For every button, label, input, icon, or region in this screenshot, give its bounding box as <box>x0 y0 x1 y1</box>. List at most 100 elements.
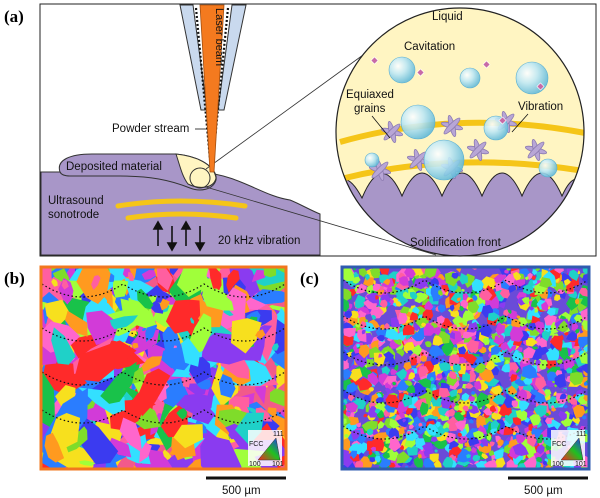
grain-patch <box>358 344 371 359</box>
grain-patch <box>355 323 361 328</box>
grain-patch <box>402 324 415 336</box>
cavitation-bubble <box>459 67 481 89</box>
grain-patch <box>471 278 484 294</box>
grain-patch <box>139 442 152 463</box>
grain-patch <box>202 288 234 311</box>
grain-patch <box>573 404 586 419</box>
dendrite-arm <box>527 141 545 159</box>
inset-solidification-label: Solidification front <box>410 237 502 249</box>
grain-patch <box>546 371 557 382</box>
grain-patch <box>456 428 461 434</box>
grain-patch <box>480 439 488 447</box>
grain-patch <box>473 362 486 374</box>
grain-patch <box>462 293 469 301</box>
grain-patch <box>412 332 425 342</box>
grain-patch <box>577 376 588 389</box>
grain-patch <box>583 395 588 402</box>
grain-patch <box>556 288 565 294</box>
grain-patch <box>459 273 468 285</box>
grain-patch <box>483 459 498 468</box>
grain-patch <box>343 288 352 302</box>
ipf-key-b-100: 100 <box>249 461 261 468</box>
melt-pool-boundary <box>343 425 588 440</box>
sonotrode-label-line1: Ultrasound <box>48 195 104 207</box>
inset-equiaxed-label-line1: Equiaxed <box>346 89 394 101</box>
grain-patch <box>112 280 129 298</box>
grain-patch <box>565 367 573 374</box>
grain-patch <box>251 289 285 305</box>
grain-patch <box>507 385 518 395</box>
grain-patch <box>523 455 537 468</box>
grain-patch <box>425 423 439 436</box>
grain-patch <box>434 449 438 453</box>
grain-patch <box>534 391 547 405</box>
cavitation-bubble <box>388 56 416 84</box>
grain-patch <box>503 426 515 436</box>
grain-patch <box>578 336 588 349</box>
grain-patch <box>546 307 556 316</box>
grain-patch <box>51 327 76 365</box>
grain-patch <box>420 401 429 416</box>
grain-patch <box>575 367 583 372</box>
grain-patch <box>343 298 350 312</box>
grain-patch <box>510 374 518 383</box>
grain-patch <box>425 341 432 348</box>
molten-pool <box>175 153 217 188</box>
grain-patch <box>579 351 588 364</box>
grain-patch <box>263 268 277 278</box>
grain-patch <box>490 419 500 429</box>
grain-patch <box>347 315 358 327</box>
grain-patch <box>441 279 448 286</box>
grain-patch <box>386 287 393 293</box>
inset-wave-1 <box>339 119 584 145</box>
grain-patch <box>449 304 455 312</box>
grain-patch <box>490 385 503 395</box>
grain-patch <box>423 319 429 324</box>
grain-patch <box>536 444 545 455</box>
grain-patch <box>356 343 360 348</box>
grain-patch <box>457 388 463 394</box>
vibration-frequency-label: 20 kHz vibration <box>218 235 300 247</box>
grain-patch <box>445 276 451 283</box>
grain-patch <box>119 417 142 453</box>
laser-beam <box>199 4 225 173</box>
cavitation-bubble <box>400 104 436 140</box>
ipf-key-b-111: 111 <box>273 431 284 438</box>
grain-patch <box>408 372 415 380</box>
inset-vibration-pointer <box>511 113 529 133</box>
grain-patch <box>109 315 138 330</box>
grain-patch <box>521 297 530 305</box>
grain-patch <box>521 364 538 379</box>
powder-stream-right <box>210 7 230 171</box>
grain-patch <box>413 456 424 468</box>
grain-patch <box>402 291 409 299</box>
grain-patch <box>573 314 583 323</box>
grain-patch <box>451 446 462 456</box>
grain-patch <box>445 416 460 432</box>
grain-patch <box>100 361 137 404</box>
zoom-line-bottom <box>205 186 437 256</box>
grain-patch <box>344 310 353 318</box>
grain-patch <box>74 340 137 382</box>
grain-patch <box>528 322 537 331</box>
grain-patch <box>466 321 479 333</box>
grain-patch <box>509 326 524 342</box>
inset-equiaxed-label-line2: grains <box>354 103 386 115</box>
grain-patch <box>442 456 454 468</box>
grain-patch <box>361 329 366 335</box>
grain-patch <box>449 454 457 463</box>
grain-patch <box>532 269 538 276</box>
grain-patch <box>506 459 520 468</box>
grain-patch <box>533 405 547 418</box>
grain-patch <box>527 272 533 281</box>
grain-patch <box>396 451 410 464</box>
grain-patch <box>464 382 474 389</box>
scale-bar-c-label: 500 µm <box>524 485 563 497</box>
grain-patch <box>568 269 579 281</box>
grain-patch <box>482 337 490 346</box>
grain-patch <box>493 282 502 289</box>
grain-patch <box>495 324 505 336</box>
grain-patch <box>474 380 482 390</box>
inset-magnified-view <box>335 7 585 257</box>
grain-patch <box>462 330 473 339</box>
